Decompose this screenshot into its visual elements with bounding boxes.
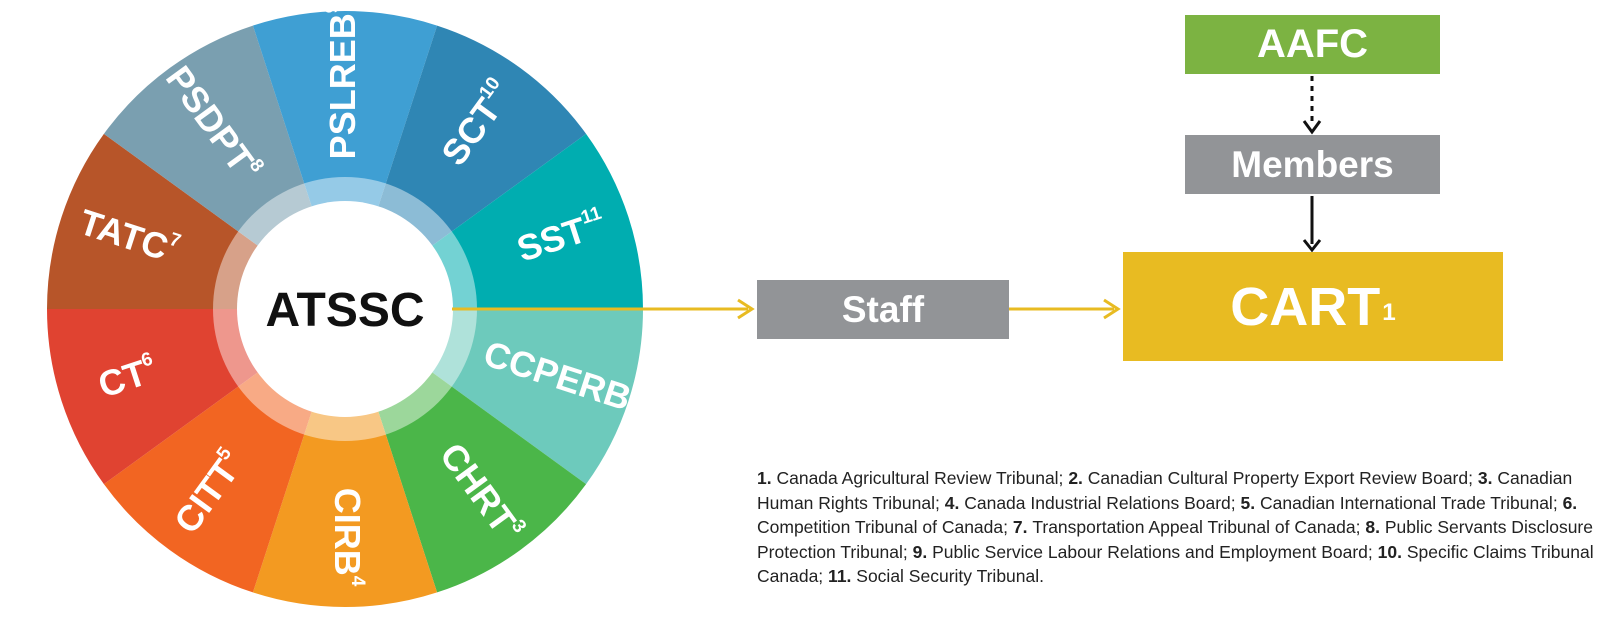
wheel-segment-sst (425, 133, 643, 309)
staff-label: Staff (841, 288, 925, 330)
footnote-number: 8. (1365, 517, 1385, 537)
footnote-number: 11. (828, 566, 857, 586)
wheel-segment-ccperb (425, 309, 643, 485)
aafc-label: AAFC (1256, 22, 1369, 66)
arrow-members-to-cart (1302, 196, 1322, 253)
footnote-text: Canada Industrial Relations Board; (964, 492, 1236, 513)
footnote-text: Specific Claims Tribunal Canada; (757, 541, 1594, 587)
arrow-staff-to-cart (1009, 298, 1121, 320)
wheel-label-text: PSLREB (322, 13, 363, 159)
wheel-center-disc (237, 201, 453, 417)
wheel-segment-citt (103, 367, 315, 593)
footnote-text: Competition Tribunal of Canada; (757, 517, 1008, 537)
footnote-number: 7. (1012, 517, 1033, 537)
wheel-segment-sct (375, 25, 587, 251)
staff-box: Staff (757, 280, 1009, 339)
footnote-text: Canadian International Trade Tribunal; (1259, 492, 1558, 513)
wheel-segments (47, 11, 643, 607)
footnote-item: 2. Canadian Cultural Property Export Rev… (1068, 468, 1473, 488)
footnote-text: Canadian Human Rights Tribunal; (757, 468, 1573, 513)
footnote-item: 7. Transportation Appeal Tribunal of Can… (1013, 517, 1361, 537)
footnote-number: 1. (757, 468, 777, 488)
footnote-text: Social Security Tribunal. (856, 566, 1045, 586)
footnote-item: 3. Canadian Human Rights Tribunal; (757, 468, 1572, 513)
wheel-label-text: CIRB (327, 488, 368, 576)
wheel-label-footnote-ref: 9 (322, 3, 343, 14)
footnote-text: Transportation Appeal Tribunal of Canada… (1032, 517, 1361, 537)
wheel-segment-psdpt (103, 25, 315, 251)
footnote-number: 9. (912, 541, 933, 562)
footnotes: 1. Canada Agricultural Review Tribunal; … (757, 466, 1607, 589)
cart-label: CART (1230, 276, 1381, 337)
footnote-item: 5. Canadian International Trade Tribunal… (1241, 493, 1558, 513)
wheel-segment-cirb (252, 404, 438, 607)
wheel-label-pslreb: PSLREB9 (322, 3, 363, 160)
wheel-label-footnote-ref: 4 (347, 576, 368, 587)
center-label: ATSSC (265, 284, 424, 337)
footnote-item: 11. Social Security Tribunal. (828, 566, 1044, 586)
footnote-item: 8. Public Servants Disclosure Protection… (757, 517, 1593, 562)
footnote-item: 4. Canada Industrial Relations Board; (945, 493, 1236, 513)
dotted-arrow-aafc-to-members (1302, 76, 1322, 135)
wheel-segment-chrt (375, 367, 587, 593)
footnote-text: Canada Agricultural Review Tribunal; (776, 468, 1064, 488)
members-label: Members (1231, 143, 1394, 185)
footnote-text: Public Servants Disclosure Protection Tr… (757, 517, 1593, 562)
footnote-number: 5. (1240, 492, 1260, 513)
cart-footnote-ref: 1 (1382, 298, 1396, 326)
footnote-number: 3. (1477, 468, 1498, 488)
footnote-number: 6. (1562, 492, 1578, 513)
tribunal-wheel-diagram: ATSSC CCPERB2CHRT3CIRB4CITT5CT6TATC7PSDP… (47, 3, 646, 607)
footnote-item: 6. Competition Tribunal of Canada; (757, 493, 1577, 538)
wheel-segment-tatc (47, 133, 265, 309)
members-box: Members (1185, 135, 1440, 194)
footnote-number: 4. (944, 492, 965, 513)
footnote-item: 9. Public Service Labour Relations and E… (913, 542, 1373, 562)
wheel-segment-pslreb (252, 11, 438, 214)
footnote-item: 1. Canada Agricultural Review Tribunal; (757, 468, 1063, 488)
wheel-label-cirb: CIRB4 (327, 488, 368, 587)
footnote-text: Canadian Cultural Property Export Review… (1087, 468, 1473, 488)
footnote-text: Public Service Labour Relations and Empl… (932, 541, 1373, 562)
footnote-number: 10. (1377, 541, 1407, 562)
footnote-item: 10. Specific Claims Tribunal Canada; (757, 542, 1594, 587)
wheel-segment-ct (47, 309, 265, 485)
aafc-box: AAFC (1185, 15, 1440, 74)
footnote-number: 2. (1068, 468, 1088, 488)
